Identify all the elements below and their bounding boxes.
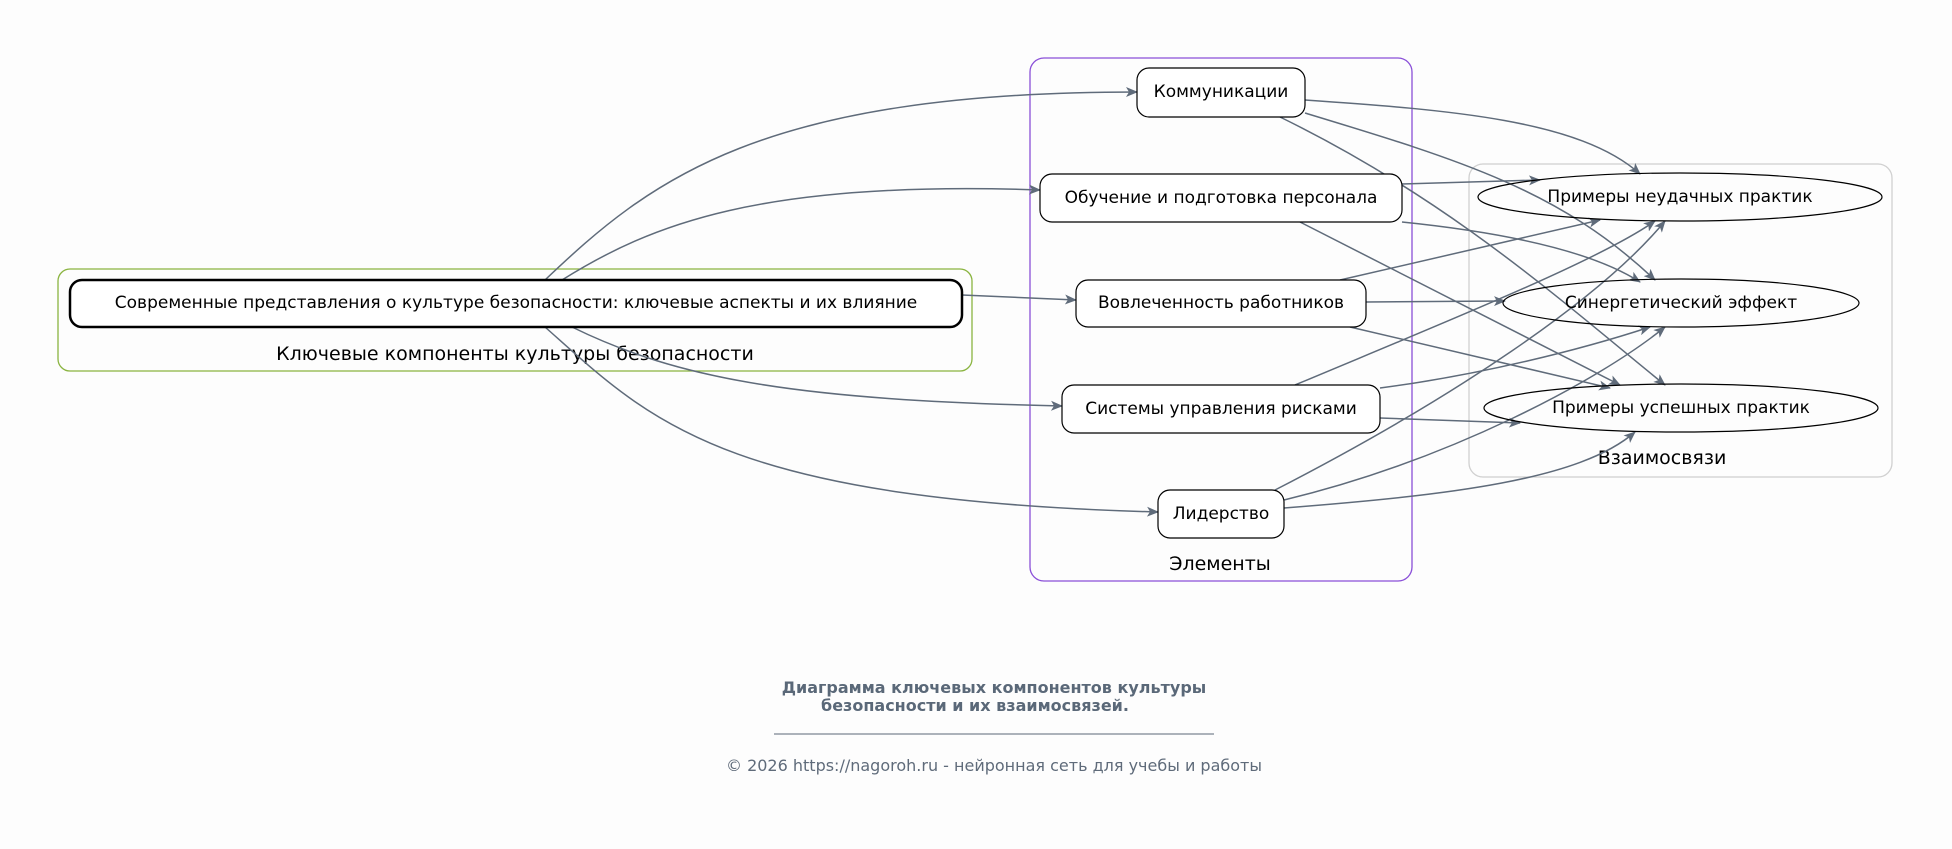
edge-leadership-to-successes	[1283, 431, 1636, 509]
cluster-label-relations: Взаимосвязи	[1598, 447, 1727, 469]
node-engagement[interactable]: Вовлеченность работников	[1075, 279, 1367, 328]
node-synergy[interactable]: Синергетический эффект	[1502, 278, 1860, 328]
node-main-label: Современные представления о культуре без…	[115, 293, 917, 313]
edge-main-to-leadership	[544, 326, 1159, 517]
node-failures[interactable]: Примеры неудачных практик	[1477, 172, 1883, 222]
edge-main-to-risk	[571, 326, 1063, 411]
edge-engagement-to-successes	[1349, 326, 1611, 391]
node-synergy-label: Синергетический эффект	[1565, 293, 1797, 313]
caption-footer: © 2026 https://nagoroh.ru - нейронная се…	[726, 756, 1262, 775]
edge-main-to-training	[561, 184, 1041, 281]
node-successes[interactable]: Примеры успешных практик	[1483, 383, 1879, 433]
edge-communications-to-failures	[1304, 99, 1641, 175]
edge-training-to-successes	[1299, 221, 1621, 386]
edge-engagement-to-failures	[1339, 217, 1601, 281]
node-communications[interactable]: Коммуникации	[1136, 67, 1306, 118]
cluster-relations: Взаимосвязи	[1468, 163, 1893, 478]
edge-engagement-to-synergy	[1365, 296, 1506, 307]
edge-risk-to-synergy	[1379, 325, 1651, 389]
node-training[interactable]: Обучение и подготовка персонала	[1039, 173, 1403, 223]
node-training-label: Обучение и подготовка персонала	[1065, 188, 1378, 208]
node-risk[interactable]: Системы управления рисками	[1061, 384, 1381, 434]
edge-communications-to-successes	[1279, 116, 1666, 386]
edge-main-to-engagement	[961, 294, 1077, 305]
cluster-components: Ключевые компоненты культуры безопасност…	[57, 268, 973, 372]
node-leadership[interactable]: Лидерство	[1157, 489, 1285, 539]
edge-main-to-communications	[544, 87, 1138, 281]
edge-training-to-failures	[1401, 175, 1541, 186]
node-leadership-label: Лидерство	[1173, 504, 1270, 524]
node-successes-label: Примеры успешных практик	[1552, 398, 1810, 418]
node-main[interactable]: Современные представления о культуре без…	[68, 278, 964, 329]
cluster-label-components: Ключевые компоненты культуры безопасност…	[276, 343, 754, 365]
edge-risk-to-failures	[1294, 220, 1656, 386]
node-communications-label: Коммуникации	[1154, 82, 1289, 102]
cluster-elements: Элементы	[1029, 57, 1413, 582]
edge-leadership-to-synergy	[1283, 326, 1666, 501]
node-engagement-label: Вовлеченность работников	[1098, 293, 1344, 313]
cluster-label-elements: Элементы	[1169, 553, 1271, 575]
caption-title-line2: безопасности и их взаимосвязей.	[821, 696, 1129, 715]
node-risk-label: Системы управления рисками	[1085, 399, 1357, 419]
node-failures-label: Примеры неудачных практик	[1547, 187, 1812, 207]
edges-layer	[544, 87, 1666, 517]
caption-title-line1: Диаграмма ключевых компонентов культуры	[782, 678, 1207, 697]
edge-leadership-to-failures	[1274, 220, 1666, 491]
edge-training-to-synergy	[1401, 221, 1641, 283]
